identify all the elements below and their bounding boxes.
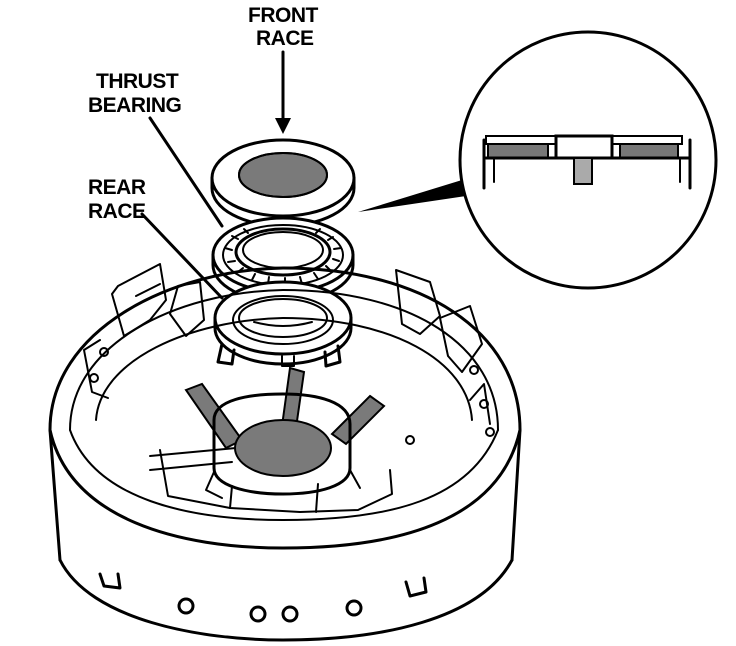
arrow-down-icon — [275, 50, 291, 134]
label-thrust-bearing-line1: THRUST — [96, 70, 179, 93]
label-front-race-line1: FRONT — [248, 4, 318, 27]
front-race — [210, 138, 356, 228]
label-rear-race-line2: RACE — [88, 200, 146, 223]
label-front-race-line2: RACE — [256, 27, 314, 50]
leader-thrust-bearing — [148, 116, 224, 228]
label-thrust-bearing-line2: BEARING — [88, 94, 182, 117]
rear-race — [213, 280, 353, 368]
housing-drum — [48, 263, 522, 642]
label-rear-race-line1: REAR — [88, 176, 146, 199]
leader-rear-race — [140, 212, 224, 300]
detail-callout-circle — [358, 30, 718, 290]
thrust-bearing — [211, 216, 355, 304]
